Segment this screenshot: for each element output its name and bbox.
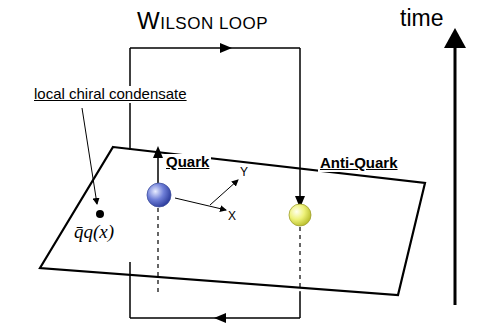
axis-label: X <box>226 210 238 223</box>
antiquark-worldline <box>299 48 301 202</box>
time-arrowhead <box>444 28 466 48</box>
particle-label: Quark <box>164 154 211 171</box>
loop-line <box>129 262 131 318</box>
callout-label: local chiral condensate <box>32 86 189 103</box>
math-label: q̄q(x) <box>72 222 116 243</box>
axis-label: Y <box>238 166 250 179</box>
dashed-worldline <box>157 208 158 292</box>
time-axis <box>454 44 457 305</box>
condensate-dot <box>96 210 104 218</box>
y-axis-arrow <box>210 180 238 205</box>
quark-sphere <box>147 183 171 207</box>
particle-label: Anti-Quark <box>318 155 400 172</box>
loop-line <box>130 47 300 49</box>
loop-arrowhead <box>220 43 232 53</box>
antiquark-sphere <box>289 204 311 226</box>
axis-label: time <box>398 6 445 31</box>
dashed-worldline <box>299 227 300 292</box>
leader-arrow <box>82 108 97 204</box>
x-axis-arrow <box>175 198 226 210</box>
loop-line <box>299 292 301 318</box>
loop-arrowhead <box>153 146 163 158</box>
spatial-plane <box>40 147 425 295</box>
loop-arrowhead <box>214 313 226 323</box>
diagram-title: WILSON LOOP <box>135 8 270 34</box>
